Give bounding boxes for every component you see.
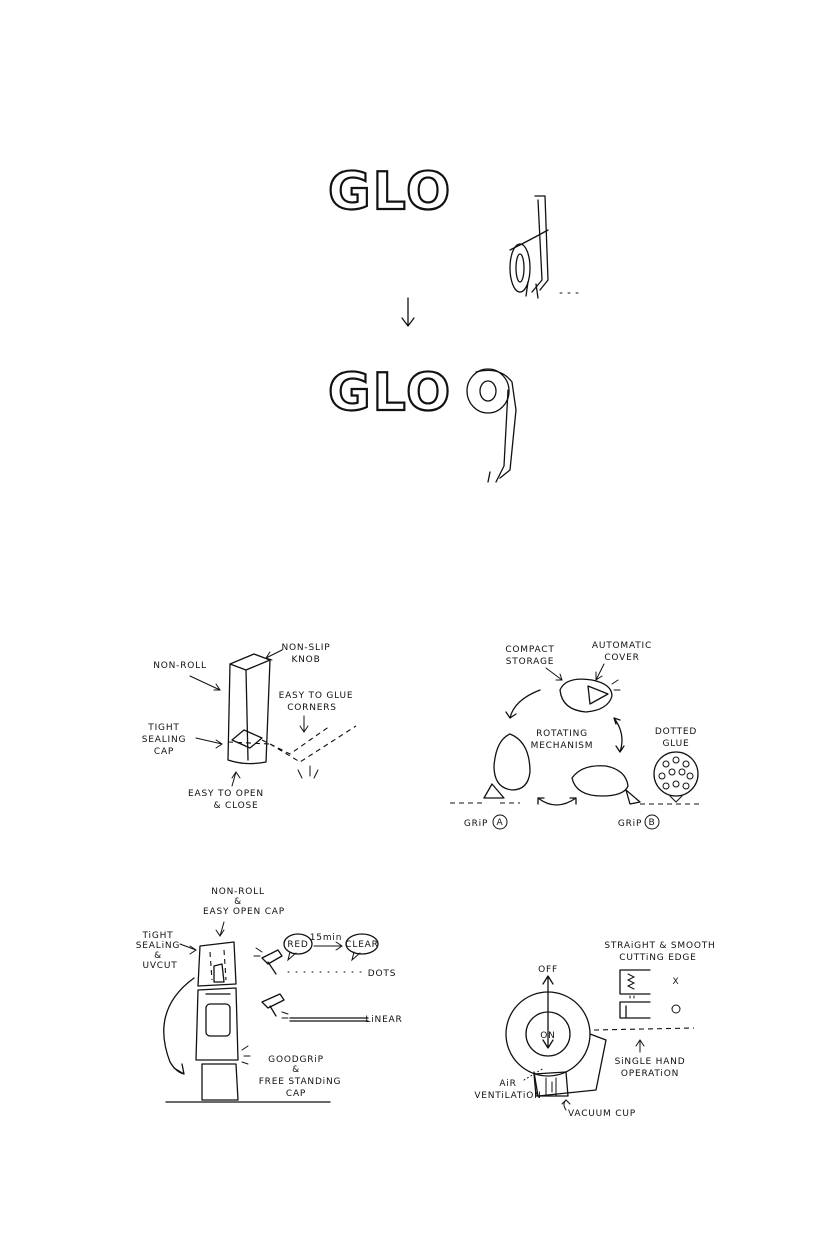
label-storage: STORAGE bbox=[506, 657, 554, 667]
arrow-corners-icon bbox=[299, 715, 309, 733]
label-easy-glue: EASY TO GLUE bbox=[279, 691, 354, 701]
label-15min: 15min bbox=[310, 933, 342, 943]
label-dots: DOTS bbox=[368, 969, 396, 979]
tape-line bbox=[593, 1027, 695, 1031]
label-rotating: ROTATING bbox=[536, 729, 588, 739]
mark-good-icon bbox=[671, 1004, 681, 1014]
nozzle-icon-2 bbox=[261, 993, 289, 1019]
label-amp-3b: & bbox=[154, 951, 162, 961]
impact-marks-icon bbox=[297, 765, 319, 779]
label-uvcut: UVCUT bbox=[142, 961, 177, 971]
label-corners: CORNERS bbox=[287, 703, 337, 713]
logo-word-after: GLO bbox=[328, 363, 452, 423]
arrow-storage-icon bbox=[545, 667, 563, 681]
label-non-roll-3: NON-ROLL bbox=[211, 887, 265, 897]
cutting-edge-bad-icon bbox=[619, 969, 651, 995]
label-tight-3: TiGHT bbox=[142, 931, 174, 941]
arrow-non-roll-icon bbox=[189, 675, 221, 691]
label-vacuum-cup: VACUUM CUP bbox=[568, 1109, 636, 1119]
bubble-red-icon bbox=[283, 933, 313, 962]
label-glue: GLUE bbox=[662, 739, 689, 749]
arrow-time-icon bbox=[313, 941, 343, 951]
label-goodgrip: GOODGRiP bbox=[268, 1055, 324, 1065]
air-vent-dotted-line bbox=[523, 1067, 545, 1081]
panel-tape: STRAiGHT & SMOOTH CUTTiNG EDGE X OFF ON … bbox=[474, 941, 715, 1119]
panel-liquid-glue: NON-ROLL & EASY OPEN CAP TiGHT SEALiNG &… bbox=[136, 887, 402, 1103]
arrow-knob-icon bbox=[265, 649, 283, 661]
mark-bad: X bbox=[673, 977, 680, 987]
label-cap-3: CAP bbox=[286, 1089, 306, 1099]
arrow-uvcut-icon bbox=[179, 943, 197, 955]
arrow-single-hand-icon bbox=[635, 1039, 645, 1053]
arrow-open-icon bbox=[231, 771, 241, 787]
label-free-standing: FREE STANDiNG bbox=[259, 1077, 342, 1087]
label-grip-a-letter: A bbox=[497, 818, 504, 828]
liquid-bottle-icon bbox=[195, 941, 251, 1101]
capsule-grip-b-icon bbox=[571, 765, 641, 805]
arrow-cover-icon bbox=[595, 663, 605, 681]
glue-stick-icon bbox=[227, 653, 271, 765]
label-clear: CLEAR bbox=[345, 940, 378, 950]
cap-move-arrow-icon bbox=[163, 977, 195, 1075]
label-air: AiR bbox=[499, 1079, 516, 1089]
grip-b-circle-icon bbox=[644, 814, 660, 830]
panel-glue-stick: NON-SLIP KNOB NON-ROLL EASY TO GLUE CORN… bbox=[142, 643, 357, 811]
label-grip-b-letter: B bbox=[649, 818, 656, 828]
corner-guide-dashed bbox=[261, 725, 357, 763]
label-cap: CAP bbox=[154, 747, 174, 757]
label-dotted: DOTTED bbox=[655, 727, 697, 737]
label-close: & CLOSE bbox=[214, 801, 259, 811]
label-knob: KNOB bbox=[291, 655, 320, 665]
label-operation: OPERATiON bbox=[621, 1069, 679, 1079]
capsule-grip-a-icon bbox=[483, 733, 531, 799]
label-straight: STRAiGHT & SMOOTH bbox=[604, 941, 715, 951]
capsule-stored-icon bbox=[559, 678, 621, 713]
label-sealing: SEALING bbox=[142, 735, 187, 745]
label-cutting-edge: CUTTiNG EDGE bbox=[619, 953, 696, 963]
o-leaning-icon bbox=[466, 368, 517, 483]
arrow-cap-icon bbox=[195, 737, 223, 749]
label-amp-3: & bbox=[234, 897, 242, 907]
label-easy-open-cap: EASY OPEN CAP bbox=[203, 907, 285, 917]
rotate-arrow-bottom-icon bbox=[537, 797, 577, 806]
dotted-glue-icon bbox=[653, 751, 699, 803]
label-sealing-3: SEALiNG bbox=[136, 941, 180, 951]
label-mechanism: MECHANISM bbox=[531, 741, 594, 751]
label-amp-grip: & bbox=[292, 1065, 300, 1075]
nozzle-icon-1 bbox=[253, 947, 283, 975]
label-easy-open: EASY TO OPEN bbox=[188, 789, 264, 799]
panel-rotating: COMPACT STORAGE AUTOMATIC COVER ROTATING… bbox=[450, 641, 700, 830]
linear-line bbox=[289, 1017, 369, 1022]
label-ventilation: VENTiLATiON bbox=[474, 1091, 541, 1101]
label-compact: COMPACT bbox=[505, 645, 554, 655]
bubble-clear-icon bbox=[345, 933, 379, 962]
title-sketch: GLO GLO bbox=[327, 161, 579, 483]
transform-arrow-icon bbox=[401, 297, 415, 327]
cutting-edge-good-icon bbox=[619, 995, 651, 1019]
o-character-icon bbox=[509, 195, 579, 299]
arrow-cap-top-icon bbox=[215, 921, 225, 937]
logo-word-before: GLO bbox=[328, 162, 452, 222]
label-non-roll: NON-ROLL bbox=[153, 661, 207, 671]
label-tight: TIGHT bbox=[147, 723, 179, 733]
label-single-hand: SiNGLE HAND bbox=[615, 1057, 686, 1067]
label-on: ON bbox=[540, 1031, 555, 1041]
label-non-slip: NON-SLIP bbox=[281, 643, 330, 653]
label-automatic: AUTOMATIC bbox=[592, 641, 652, 651]
label-red: RED bbox=[287, 940, 308, 950]
label-off: OFF bbox=[538, 965, 558, 975]
rotate-arrow-left-icon bbox=[505, 689, 541, 719]
rotate-arrow-right-icon bbox=[613, 717, 625, 753]
arrow-vacuum-icon bbox=[561, 1099, 571, 1111]
label-grip-a: GRiP bbox=[464, 819, 488, 829]
grip-a-circle-icon bbox=[492, 814, 508, 830]
label-linear: LiNEAR bbox=[365, 1015, 402, 1025]
label-grip-b: GRiP bbox=[618, 819, 642, 829]
tape-dispenser-icon bbox=[505, 975, 607, 1097]
label-cover: COVER bbox=[604, 653, 639, 663]
